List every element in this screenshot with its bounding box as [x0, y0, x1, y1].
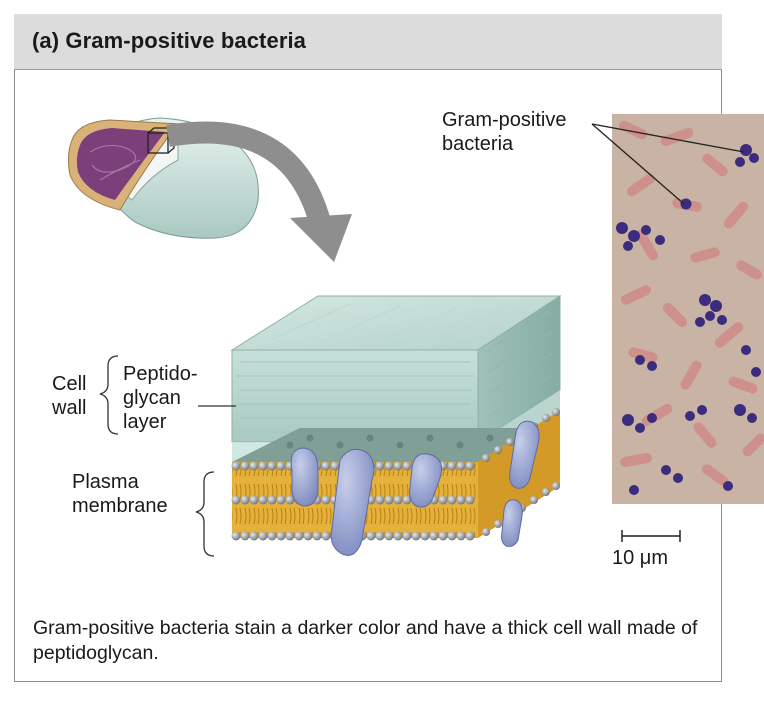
plasma-membrane-label: Plasma membrane — [72, 470, 168, 518]
plasma-membrane-label-line2: membrane — [72, 495, 168, 517]
cell-wall-label-line1: Cell — [52, 373, 87, 395]
micrograph-label-line1: Gram-positive — [442, 109, 567, 131]
brace-icon — [99, 355, 236, 557]
plasma-membrane-label-line1: Plasma — [72, 471, 139, 493]
micrograph-label: Gram-positive bacteria — [442, 108, 566, 156]
peptidoglycan-label: Peptido- glycan layer — [123, 362, 198, 434]
micrograph-label-line2: bacteria — [442, 133, 514, 155]
micrograph-image — [612, 114, 764, 504]
figure-caption: Gram-positive bacteria stain a darker co… — [33, 617, 698, 664]
bacterium-cell-icon — [67, 117, 259, 239]
panel-header — [14, 14, 722, 70]
scale-bar-icon — [621, 530, 681, 542]
peptidoglycan-label-line2: glycan — [123, 387, 181, 409]
peptidoglycan-label-line3: layer — [123, 411, 167, 433]
scale-bar-label: 10 μm — [612, 547, 668, 569]
curved-arrow-icon — [166, 121, 352, 262]
panel-title: (a) Gram-positive bacteria — [32, 28, 307, 53]
cell-wall-label: Cell wall — [52, 372, 86, 420]
peptidoglycan-label-line1: Peptido- — [123, 363, 198, 385]
membrane-proteins — [290, 420, 540, 556]
cell-wall-label-line2: wall — [52, 397, 87, 419]
label-pointer-lines — [591, 123, 745, 205]
